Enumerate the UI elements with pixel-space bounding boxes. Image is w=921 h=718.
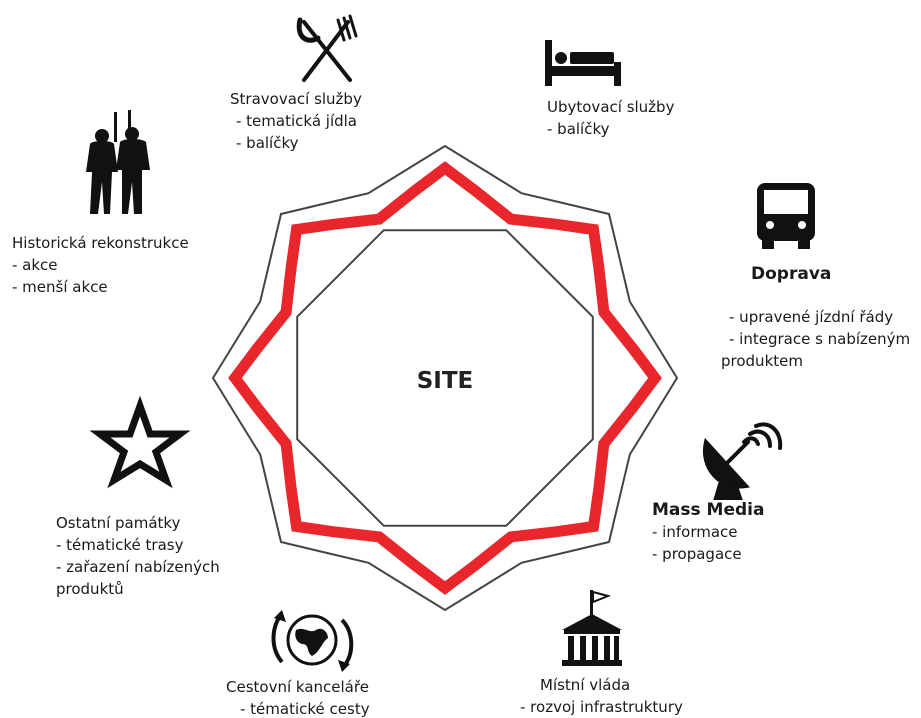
node-government-item: - rozvoj infrastruktury <box>520 698 683 716</box>
node-monuments-title: Ostatní památky <box>56 514 181 532</box>
node-reenactment: Historická rekonstrukce - akce - menší a… <box>12 232 189 298</box>
node-transport-item: - upravené jízdní řády <box>729 308 894 326</box>
node-transport-item: produktem <box>721 352 803 370</box>
red-arrow-ring <box>228 161 662 595</box>
bus-icon <box>757 183 815 249</box>
node-monuments: Ostatní památky - tématické trasy - zařa… <box>56 512 220 600</box>
node-monuments-item: - zařazení nabízených <box>56 558 220 576</box>
star-outline-icon <box>89 395 191 489</box>
node-travel: Cestovní kanceláře - tématické cesty <box>226 676 370 718</box>
node-reenactment-title: Historická rekonstrukce <box>12 234 189 252</box>
fortress-outline <box>211 144 679 612</box>
satellite-dish-icon <box>702 422 783 500</box>
node-reenactment-item: - menší akce <box>12 278 108 296</box>
center-title: SITE <box>417 368 474 394</box>
node-accommodation: Ubytovací služby - balíčky <box>547 96 674 140</box>
node-food-title: Stravovací služby <box>230 90 362 108</box>
soldiers-icon <box>86 110 150 214</box>
node-transport-item: - integrace s nabízeným <box>729 330 911 348</box>
node-monuments-item: - tématické trasy <box>56 536 184 554</box>
node-media-item: - propagace <box>652 545 742 563</box>
node-accommodation-item: - balíčky <box>547 120 610 138</box>
fork-knife-icon <box>296 14 358 82</box>
globe-cycle-icon <box>271 610 354 672</box>
node-transport-title-wrap: Doprava <box>751 263 831 285</box>
node-accommodation-title: Ubytovací služby <box>547 98 675 116</box>
node-transport: - upravené jízdní řády - integrace s nab… <box>721 306 910 372</box>
node-food: Stravovací služby - tematická jídla - ba… <box>230 88 362 154</box>
node-media: Mass Media - informace - propagace <box>652 499 764 565</box>
town-hall-icon <box>562 590 622 666</box>
node-government: Místní vláda - rozvoj infrastruktury <box>520 674 683 718</box>
fortress-inner-wall <box>296 229 594 527</box>
node-food-item: - tematická jídla <box>236 112 357 130</box>
node-media-item: - informace <box>652 523 738 541</box>
node-government-title: Místní vláda <box>540 676 631 694</box>
bed-icon <box>545 40 621 86</box>
node-monuments-item: produktů <box>56 580 124 598</box>
node-food-item: - balíčky <box>236 134 299 152</box>
node-reenactment-item: - akce <box>12 256 58 274</box>
node-media-title: Mass Media <box>652 500 765 520</box>
node-travel-title: Cestovní kanceláře <box>226 678 369 696</box>
node-transport-title: Doprava <box>751 264 832 284</box>
node-travel-item: - tématické cesty <box>240 700 370 718</box>
